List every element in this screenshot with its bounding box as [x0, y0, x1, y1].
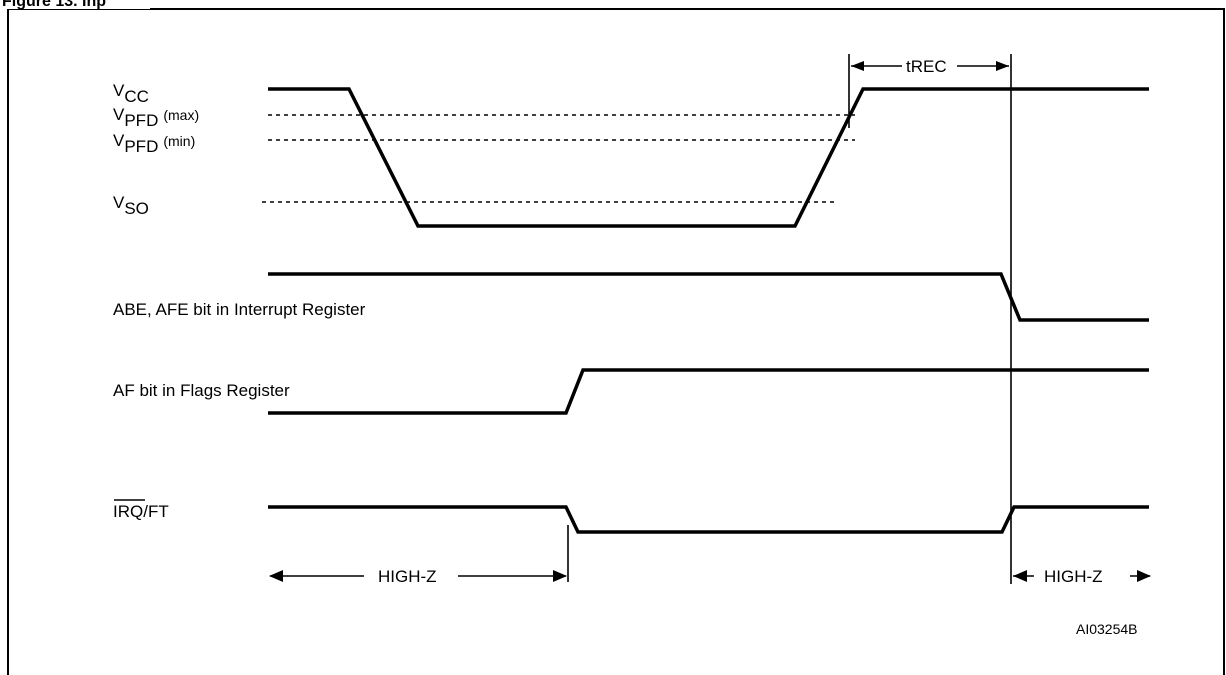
highz-right-arrowhead-b [1137, 570, 1151, 582]
figure-id: AI03254B [1076, 621, 1138, 637]
highz-left-label: HIGH-Z [378, 567, 437, 586]
trec-left-arrowhead [851, 61, 864, 71]
vpfd-min-label: VPFD(min) [113, 131, 195, 156]
figure-caption: Figure 13. Inp [2, 0, 106, 10]
trec-label: tREC [906, 57, 947, 76]
vcc-waveform [268, 87, 1149, 228]
irq-ft-label: IRQ/FT [113, 502, 169, 521]
highz-right-arrowhead-a [1013, 570, 1027, 582]
vcc-label: VCC [113, 81, 149, 106]
trec-right-arrowhead [996, 61, 1009, 71]
vpfd-max-label: VPFD(max) [113, 105, 199, 130]
vso-label: VSO [113, 193, 149, 218]
abe-afe-label: ABE, AFE bit in Interrupt Register [113, 300, 366, 319]
abe-afe-waveform [268, 272, 1149, 322]
highz-left-arrowhead-a [269, 570, 283, 582]
irq-ft-waveform [268, 505, 1149, 534]
af-flags-label: AF bit in Flags Register [113, 381, 290, 400]
caption-mask [0, 0, 150, 9]
af-flags-waveform [268, 368, 1149, 415]
figure-frame [7, 8, 1225, 675]
highz-left-arrowhead-b [553, 570, 567, 582]
highz-right-label: HIGH-Z [1044, 567, 1103, 586]
